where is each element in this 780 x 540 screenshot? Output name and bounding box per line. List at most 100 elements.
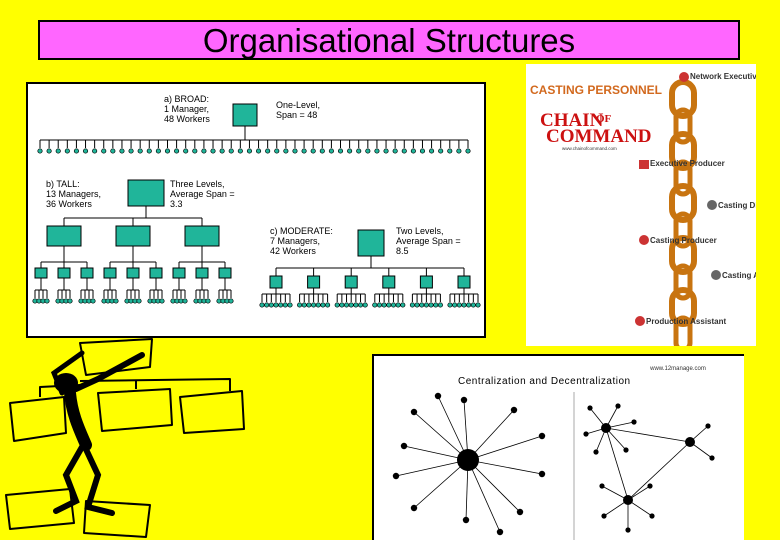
- tall-mid-manager-box: [115, 225, 151, 247]
- chain-link: [669, 131, 697, 171]
- chain-link: [669, 287, 697, 327]
- worker-node: [409, 302, 415, 308]
- worker-node: [392, 148, 398, 154]
- worker-node: [219, 148, 225, 154]
- person-icon: [639, 235, 649, 245]
- worker-node: [465, 148, 471, 154]
- network-node: [400, 442, 408, 450]
- worker-node: [447, 148, 453, 154]
- worker-node: [110, 148, 116, 154]
- network-node: [587, 405, 593, 411]
- moderate-mid-manager-box: [382, 275, 396, 289]
- worker-node: [174, 148, 180, 154]
- worker-node: [319, 148, 325, 154]
- worker-node: [67, 298, 73, 304]
- worker-node: [362, 302, 368, 308]
- worker-node: [137, 148, 143, 154]
- worker-node: [283, 148, 289, 154]
- worker-node: [410, 148, 416, 154]
- tall-low-manager-box: [218, 267, 232, 279]
- worker-node: [456, 302, 462, 308]
- network-node: [601, 513, 607, 519]
- chain-link: [669, 235, 697, 275]
- worker-node: [264, 302, 270, 308]
- role-production-assistant: Production Assistant: [646, 317, 726, 326]
- chain-link: [669, 79, 697, 119]
- worker-node: [390, 302, 397, 308]
- svg-text:OF: OF: [596, 113, 612, 125]
- worker-node: [315, 302, 321, 308]
- worker-node: [447, 302, 453, 308]
- worker-node: [119, 148, 125, 154]
- chain-link: [673, 211, 693, 249]
- worker-node: [128, 148, 134, 154]
- stick-figure-clipart: [0, 335, 372, 540]
- worker-node: [461, 302, 467, 308]
- worker-node: [297, 302, 303, 308]
- chain-logo: CHAIN OF COMMAND www.chainofcommand.com: [540, 110, 652, 151]
- worker-node: [228, 148, 234, 154]
- worker-node: [73, 148, 79, 154]
- moderate-mid-manager-box: [307, 275, 321, 289]
- network-node: [709, 455, 715, 461]
- worker-node: [348, 302, 354, 308]
- worker-node: [433, 302, 439, 308]
- worker-node: [273, 302, 279, 308]
- worker-node: [339, 302, 345, 308]
- worker-node: [287, 302, 293, 308]
- worker-node: [466, 302, 472, 308]
- svg-text:www.chainofcommand.com: www.chainofcommand.com: [562, 146, 617, 151]
- tall-note: Three Levels, Average Span = 3.3: [170, 179, 237, 209]
- org-box-shape: [83, 500, 151, 538]
- moderate-mid-manager-box: [419, 275, 433, 289]
- network-node: [647, 483, 653, 489]
- worker-node: [301, 302, 307, 308]
- worker-node: [414, 302, 420, 308]
- moderate-mid-manager-box: [457, 275, 471, 289]
- network-node: [510, 406, 518, 414]
- network-node: [538, 432, 546, 440]
- network-node: [434, 392, 442, 400]
- worker-node: [383, 148, 389, 154]
- central-hub-node: [457, 449, 479, 471]
- worker-node: [438, 148, 444, 154]
- worker-node: [44, 298, 50, 304]
- org-structure-diagram: a) BROAD: 1 Manager, 48 Workers One-Leve…: [26, 82, 486, 338]
- role-executive-producer: Executive Producer: [650, 159, 725, 168]
- person-icon: [711, 270, 721, 280]
- worker-node: [337, 148, 344, 154]
- org-structure-svg: a) BROAD: 1 Manager, 48 Workers One-Leve…: [32, 94, 481, 308]
- person-icon: [679, 72, 689, 82]
- person-icon: [635, 316, 645, 326]
- network-node: [392, 472, 400, 480]
- worker-node: [92, 148, 98, 154]
- tall-low-manager-box: [172, 267, 186, 279]
- stick-person: [50, 350, 145, 516]
- tall-mid-manager-box: [46, 225, 82, 247]
- chain-of-command-svg: CASTING PERSONNEL CHAIN OF COMMAND www.c…: [530, 72, 756, 346]
- worker-node: [292, 148, 298, 154]
- worker-node: [246, 148, 252, 154]
- network-node: [410, 408, 418, 416]
- network-node: [538, 470, 546, 478]
- org-box-shape: [9, 396, 67, 442]
- worker-node: [159, 298, 165, 304]
- worker-node: [353, 302, 359, 308]
- worker-node: [278, 302, 284, 308]
- worker-node: [372, 302, 378, 308]
- worker-node: [306, 302, 312, 308]
- tall-low-manager-box: [57, 267, 71, 279]
- worker-node: [256, 148, 262, 154]
- chain-links: [669, 79, 697, 346]
- centralization-svg: www.12manage.com Centralization and Dece…: [392, 366, 715, 540]
- worker-node: [475, 302, 481, 308]
- worker-node: [400, 302, 406, 308]
- network-node: [410, 504, 418, 512]
- cluster-hub-node: [623, 495, 633, 505]
- worker-node: [210, 148, 216, 154]
- worker-node: [357, 302, 364, 308]
- svg-text:COMMAND: COMMAND: [546, 126, 652, 147]
- worker-node: [423, 302, 429, 308]
- worker-node: [395, 302, 401, 308]
- worker-node: [268, 302, 274, 308]
